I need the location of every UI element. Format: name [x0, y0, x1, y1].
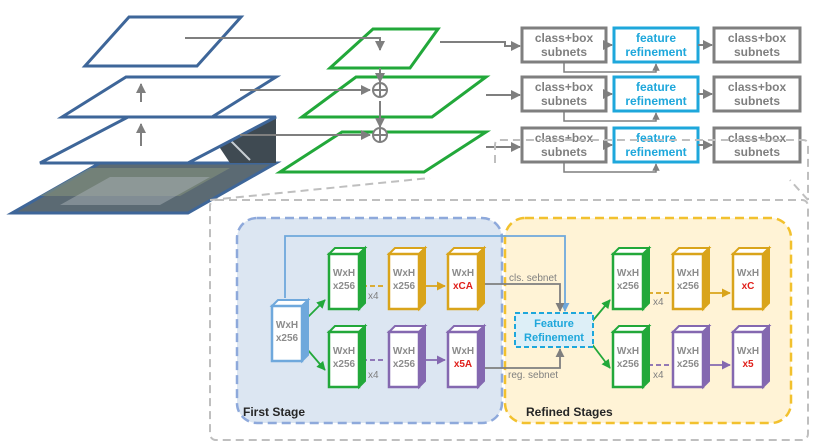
output-subnet-box-label-line2: subnets	[734, 45, 780, 59]
refined-reg-block-2-line1: WxH	[677, 346, 699, 357]
first-reg-block-1-line1: WxH	[333, 346, 355, 357]
output-subnet-box-label-line1: class+box	[728, 31, 787, 45]
refined-cls-output-line1: WxH	[737, 268, 759, 279]
first-reg-block-1: WxH x256	[326, 323, 368, 390]
fpn-pyramid	[274, 27, 492, 174]
subnet-box-label-line2: subnets	[541, 145, 587, 159]
subnet-box	[520, 75, 608, 113]
first-reg-block-2: WxH x256	[386, 323, 428, 390]
subnet-row-2: class+boxsubnetsfeaturerefinementclass+b…	[520, 75, 802, 122]
first-cls-block-2-line2: x256	[393, 281, 416, 292]
feature-refinement-line1: Feature	[534, 318, 574, 330]
aerial-image	[6, 118, 282, 215]
refinement-box-label-line1: feature	[636, 31, 676, 45]
refined-reg-block-1-line1: WxH	[617, 346, 639, 357]
x4-label-first-reg: x4	[368, 370, 379, 381]
first-cls-output-line2: xCA	[453, 281, 473, 292]
refined-stages-panel	[503, 216, 793, 425]
input-feature-block-line1: WxH	[276, 320, 298, 331]
x4-label-refined-reg: x4	[653, 370, 664, 381]
pyramid-level-1	[81, 15, 245, 68]
first-cls-block-2-line1: WxH	[393, 268, 415, 279]
first-stage-panel	[235, 216, 504, 425]
refined-reg-block-2: WxH x256	[670, 323, 712, 390]
refined-cls-output-line2: xC	[742, 281, 755, 292]
subnet-box-label-line2: subnets	[541, 45, 587, 59]
subnet-box-label-line2: subnets	[541, 94, 587, 108]
refined-cls-block-2: WxH x256	[670, 245, 712, 312]
refined-reg-block-1-line2: x256	[617, 359, 640, 370]
x4-label-refined-cls: x4	[653, 297, 664, 308]
refined-reg-output-line2: x5	[742, 359, 754, 370]
fpn-level-1	[326, 27, 441, 70]
input-feature-block: WxH x256	[269, 297, 311, 364]
refined-reg-block-1: WxH x256	[610, 323, 652, 390]
first-cls-output-line1: WxH	[452, 268, 474, 279]
feature-blocks: WxHx256WxHx256WxHx256WxHxCAWxHx256WxHx25…	[269, 245, 772, 390]
first-cls-block-1-line1: WxH	[333, 268, 355, 279]
fpn-level-3	[274, 130, 492, 174]
refinement-box-label-line1: feature	[636, 80, 676, 94]
row-feedback-arrow	[563, 62, 660, 73]
plus-nodes	[372, 82, 388, 143]
output-subnet-box-label-line2: subnets	[734, 145, 780, 159]
pyramid-level-3	[39, 115, 277, 165]
refined-cls-output: WxH xC	[730, 245, 772, 312]
subnet-box	[520, 26, 608, 64]
reg-sebnet-label: reg. sebnet	[508, 370, 558, 381]
first-cls-block-1: WxH x256	[326, 245, 368, 312]
refined-reg-block-2-line2: x256	[677, 359, 700, 370]
zoom-region	[209, 139, 809, 441]
subnet-box-label-line1: class+box	[535, 80, 594, 94]
feature-refinement-line2: Refinement	[524, 332, 584, 344]
refinement-box	[612, 75, 700, 113]
subnet-box-label-line1: class+box	[535, 31, 594, 45]
top-subnet-rows: class+boxsubnetsfeaturerefinementclass+b…	[520, 26, 802, 173]
refined-cls-block-2-line2: x256	[677, 281, 700, 292]
first-reg-output: WxH x5A	[445, 323, 487, 390]
feature-refinement-box: Feature Refinement	[514, 312, 594, 348]
refinement-box-label-line2: refinement	[625, 94, 686, 108]
image-pyramid	[39, 15, 282, 165]
pyramid-level-2	[56, 75, 282, 119]
first-reg-block-2-line2: x256	[393, 359, 416, 370]
subnet-row-3: class+boxsubnetsfeaturerefinementclass+b…	[520, 126, 802, 173]
refinement-box-label-line1: feature	[636, 131, 676, 145]
refined-reg-output-line1: WxH	[737, 346, 759, 357]
output-subnet-box-label-line1: class+box	[728, 80, 787, 94]
fpn-level-2	[297, 75, 491, 119]
refined-cls-block-2-line1: WxH	[677, 268, 699, 279]
output-subnet-box	[712, 26, 802, 64]
refined-stages-label: Refined Stages	[526, 405, 613, 419]
output-subnet-box-label-line1: class+box	[728, 131, 787, 145]
first-cls-block-2: WxH x256	[386, 245, 428, 312]
output-subnet-box	[712, 75, 802, 113]
pyramid-connections	[185, 37, 521, 152]
x4-label-first-cls: x4	[368, 291, 379, 302]
row-feedback-arrow	[563, 111, 660, 122]
detail-connections	[284, 235, 731, 371]
output-subnet-box-label-line2: subnets	[734, 94, 780, 108]
first-reg-output-line2: x5A	[454, 359, 472, 370]
refined-cls-block-1: WxH x256	[610, 245, 652, 312]
refined-reg-output: WxH x5	[730, 323, 772, 390]
first-stage-label: First Stage	[243, 405, 305, 419]
first-reg-block-1-line2: x256	[333, 359, 356, 370]
first-cls-output: WxH xCA	[445, 245, 487, 312]
refined-cls-block-1-line1: WxH	[617, 268, 639, 279]
subnet-box-label-line1: class+box	[535, 131, 594, 145]
cls-sebnet-label: cls. sebnet	[509, 273, 557, 284]
refinement-box	[612, 26, 700, 64]
first-cls-block-1-line2: x256	[333, 281, 356, 292]
refinement-box-label-line2: refinement	[625, 145, 686, 159]
refined-cls-block-1-line2: x256	[617, 281, 640, 292]
subnet-row-1: class+boxsubnetsfeaturerefinementclass+b…	[520, 26, 802, 73]
output-subnet-box	[712, 126, 802, 164]
first-reg-block-2-line1: WxH	[393, 346, 415, 357]
refinement-box-label-line2: refinement	[625, 45, 686, 59]
input-feature-block-line2: x256	[276, 333, 299, 344]
first-reg-output-line1: WxH	[452, 346, 474, 357]
row-feedback-arrow	[563, 162, 660, 173]
